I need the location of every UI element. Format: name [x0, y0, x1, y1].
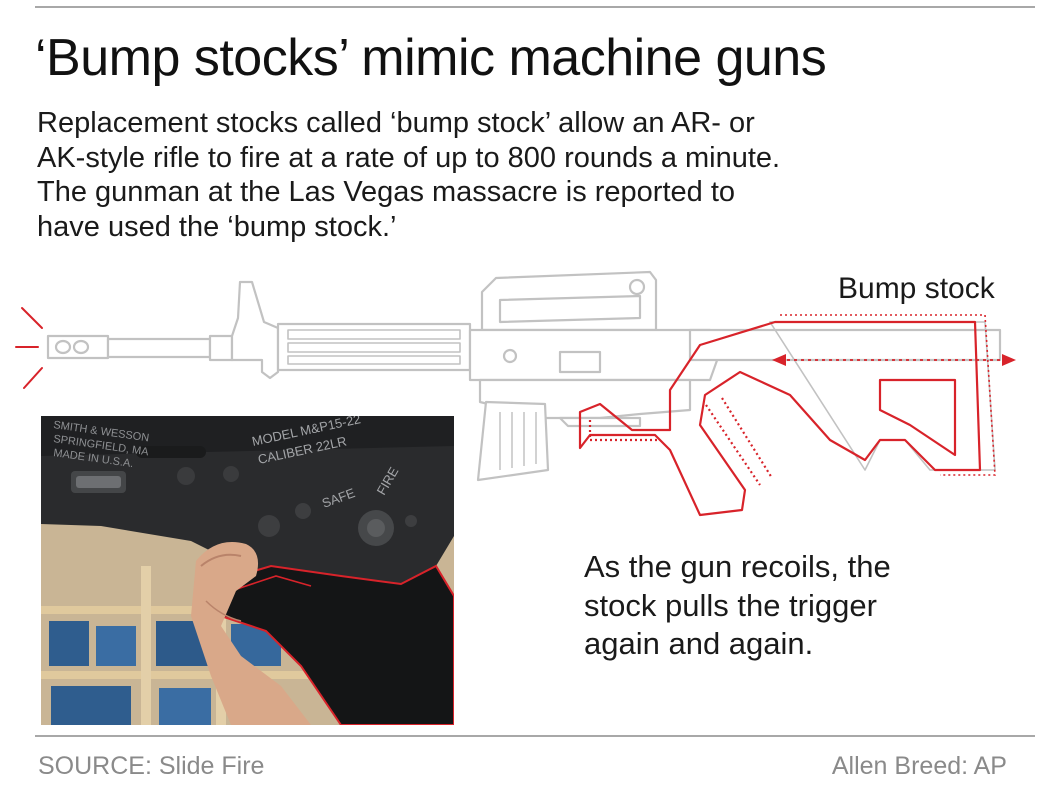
subheadline-line: Replacement stocks called ‘bump stock’ a… — [37, 107, 755, 139]
magazine — [476, 400, 550, 482]
handguard — [276, 322, 472, 372]
bump-stock-grip — [220, 564, 454, 725]
rifle-diagram — [15, 270, 1016, 517]
subheadline-line: The gunman at the Las Vegas massacre is … — [37, 176, 736, 208]
author-credit: Allen Breed: AP — [831, 752, 1007, 780]
headline: ‘Bump stocks’ mimic machine guns — [35, 29, 827, 87]
subheadline: Replacement stocks called ‘bump stock’ a… — [37, 106, 1027, 244]
source-credit: SOURCE: Slide Fire — [38, 752, 265, 780]
caption-line: again and again. — [584, 626, 814, 661]
upper-receiver — [468, 328, 722, 382]
bottom-rule — [35, 735, 1035, 737]
front-sight — [230, 280, 280, 380]
rifle-outline — [46, 270, 1002, 482]
photo-illustration: SMITH & WESSON SPRINGFIELD, MA MADE IN U… — [41, 416, 454, 725]
bump-stock — [578, 320, 982, 517]
barrel — [106, 337, 212, 359]
muzzle-flash — [15, 307, 43, 389]
handguard-vents — [287, 329, 461, 365]
stock-outline-dotted — [780, 314, 996, 476]
bump-stock-label: Bump stock — [838, 272, 995, 305]
recoil-caption: As the gun recoils, the stock pulls the … — [584, 548, 891, 664]
subheadline-line: AK-style rifle to fire at a rate of up t… — [37, 141, 781, 174]
top-rule — [35, 6, 1035, 8]
bump-stock-photo: SMITH & WESSON SPRINGFIELD, MA MADE IN U… — [41, 416, 454, 725]
trigger-guard — [558, 416, 642, 428]
subheadline-line: have used the ‘bump stock.’ — [37, 210, 397, 243]
caption-line: stock pulls the trigger — [584, 587, 877, 623]
recoil-arrow — [772, 354, 1016, 366]
hand — [191, 542, 311, 725]
caption-line: As the gun recoils, the — [584, 549, 891, 584]
